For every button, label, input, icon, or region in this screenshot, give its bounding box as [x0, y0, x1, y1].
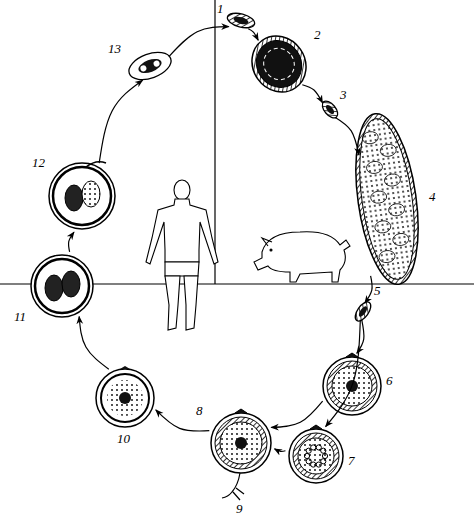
cycle-arrow [248, 29, 258, 40]
callout-number: 11 [14, 310, 26, 324]
hatching-embryo [222, 473, 244, 500]
life-stage: 8 [210, 412, 272, 474]
stage-outline [95, 368, 155, 428]
life-stage: 3 [320, 104, 340, 115]
cycle-arrow [326, 320, 361, 427]
callout-number: 2 [314, 28, 321, 42]
life-stage: 2 [252, 34, 306, 94]
stage-drawing [346, 110, 427, 288]
cycle-arrow [335, 117, 359, 155]
stage-outline [210, 412, 272, 474]
callout-number: 4 [429, 190, 436, 204]
stage-outline [128, 54, 172, 78]
stage-drawing [319, 98, 340, 120]
stage-outline [322, 356, 382, 416]
cycle-arrow [275, 449, 286, 452]
callout-number: 1 [217, 2, 224, 16]
stage-drawing [31, 255, 93, 317]
life-stage: 5 [352, 306, 374, 317]
stage-drawing [211, 409, 271, 473]
callout-number: 9 [236, 502, 243, 516]
stage-outline [357, 112, 417, 286]
cycle-arrow [271, 401, 322, 427]
life-stage: 13 [128, 54, 172, 78]
stage-outline [227, 14, 255, 27]
callout-number: 5 [374, 284, 381, 298]
life-stage: 7 [288, 428, 344, 484]
cycle-arrow [302, 85, 322, 103]
stage-drawing [289, 425, 343, 483]
stage-drawing [125, 47, 175, 85]
stage-drawing [241, 25, 317, 102]
cycle-arrow [357, 320, 364, 353]
life-stage: 10 [95, 368, 155, 428]
cycle-arrow [99, 80, 142, 163]
cycle-arrow [169, 27, 229, 57]
stage-drawing [323, 353, 381, 415]
callout-number: 7 [348, 454, 355, 468]
life-stage: 6 [322, 356, 382, 416]
cycle-arrow [156, 410, 210, 431]
callout-number: 6 [386, 374, 393, 388]
stage-drawing [226, 11, 256, 31]
stage-outline [288, 428, 344, 484]
stage-drawing [49, 162, 115, 229]
callout-number: 13 [108, 42, 121, 56]
stage-outline [252, 34, 306, 94]
callout-number: 3 [340, 88, 347, 102]
stage-outline [320, 104, 340, 115]
pig-figure [254, 232, 350, 282]
divider-line [214, 0, 215, 284]
human-figure [146, 180, 218, 330]
callout-number: 10 [117, 432, 130, 446]
callout-number: 12 [32, 156, 45, 170]
cycle-arrow [69, 232, 74, 252]
life-stage: 11 [30, 254, 94, 318]
stage-drawing [352, 299, 374, 323]
stage-drawing [96, 366, 154, 427]
life-stage: 1 [227, 14, 255, 27]
callout-number: 8 [196, 404, 203, 418]
stage-outline [352, 306, 374, 317]
stage-outline [30, 254, 94, 318]
stage-outline [48, 162, 116, 230]
life-stage: 12 [48, 162, 116, 230]
cycle-arrow [365, 276, 372, 303]
cycle-arrow [79, 317, 109, 370]
life-stage: 4 [357, 112, 417, 286]
